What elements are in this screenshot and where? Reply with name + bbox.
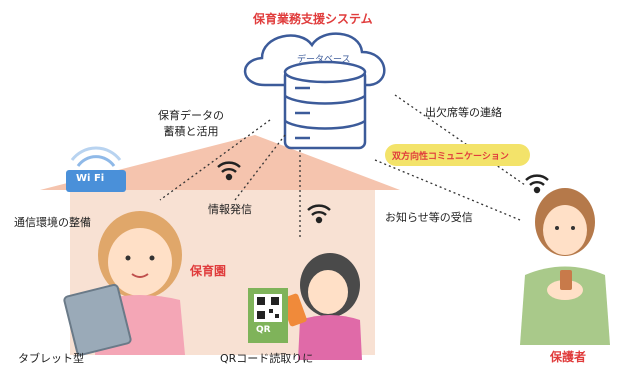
teacher-illustration: [63, 211, 185, 356]
notice-label: お知らせ等の受信: [385, 211, 473, 224]
two-way-bubble: [385, 144, 530, 166]
guardian-illustration: [520, 188, 610, 345]
tablet-label: タブレット型: [18, 352, 84, 365]
qr-label: QRコード読取りに: [220, 352, 314, 365]
guardian-label: 保護者: [550, 350, 587, 364]
absence-label: 出欠席等の連絡: [425, 106, 502, 119]
daycare-label: 保育園: [190, 264, 227, 278]
cloud-label: データベース: [297, 55, 351, 65]
two-way-label: 双方向性コミュニケーション: [392, 152, 509, 162]
storage-label: 保育データの 蓄積と活用: [158, 109, 224, 138]
system-title: 保育業務支援システム: [253, 12, 373, 26]
wifi-badge-label: Wi Fi: [76, 173, 105, 184]
database-icon: [283, 60, 367, 150]
network-label: 通信環境の整備: [14, 216, 91, 229]
connection-arrows: [159, 94, 526, 240]
info-label: 情報発信: [208, 203, 252, 216]
house-roof: [40, 135, 400, 190]
qr-code-icon: [248, 288, 288, 343]
qr-board-label: QR: [256, 325, 271, 335]
child-illustration: [281, 253, 362, 360]
wifi-badge-icon: [66, 146, 126, 192]
wifi-signal-icon: [217, 161, 549, 224]
